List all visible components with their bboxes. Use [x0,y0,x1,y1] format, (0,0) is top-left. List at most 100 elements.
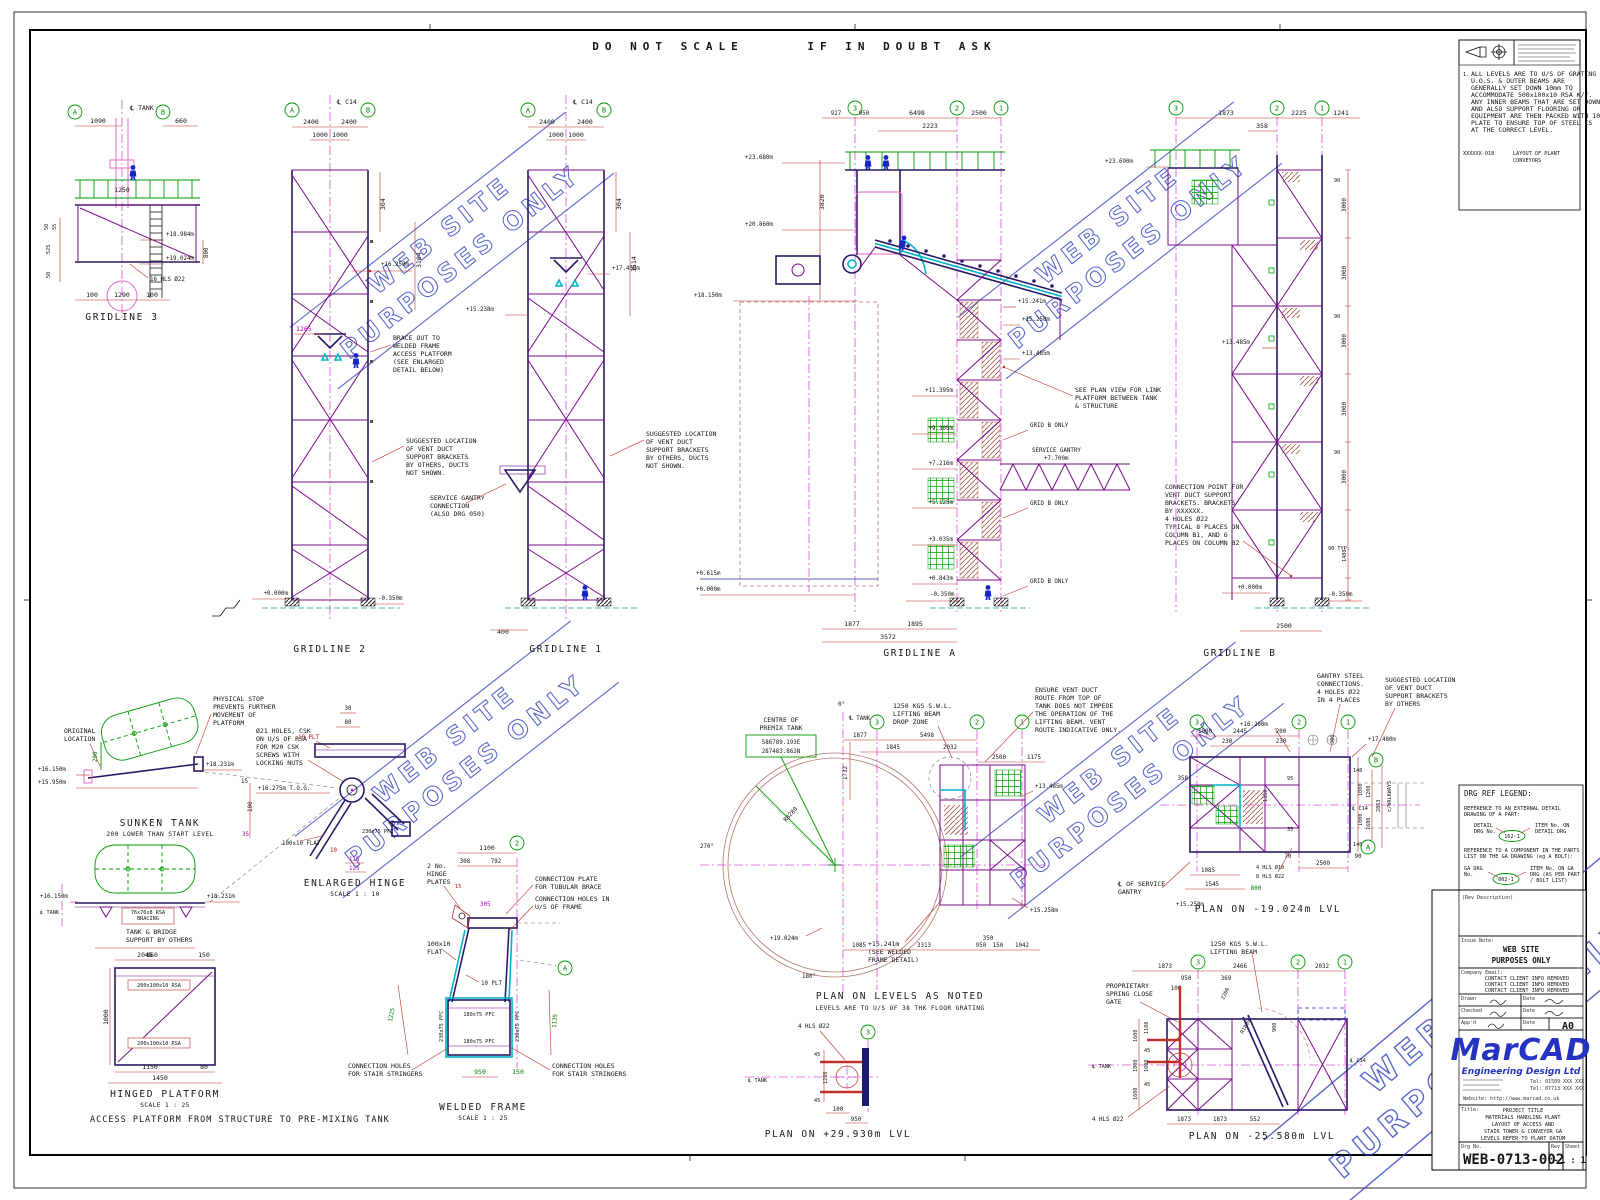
dim: 1895 [907,620,923,628]
legend-tag: 162-1 [1504,834,1520,840]
dim: 30 [345,706,352,712]
svg-text:A: A [526,107,531,115]
lvl: +16.150m [40,894,68,900]
grid-bubble: B [360,102,376,118]
tel2: Tel: 07713 XXX XXX [1530,1086,1584,1092]
dim: 950 [976,943,987,949]
view-title: HINGED PLATFORM [110,1089,220,1100]
legend-text: DRG (AS PER PART [1530,872,1580,878]
ann: 76x76x8 RSA [131,910,166,916]
dim: 1545 [1205,882,1219,888]
dim: 304 [615,198,623,210]
header-if-in-doubt: IF IN DOUBT ASK [807,40,996,53]
svg-text:LIFTING BEAM: LIFTING BEAM [1210,948,1257,956]
svg-text:1: 1 [1343,959,1347,967]
svg-text:PLACES ON COLUMN B2: PLACES ON COLUMN B2 [1165,539,1239,547]
svg-text:ANY INNER BEAMS THAT ARE SET D: ANY INNER BEAMS THAT ARE SET DOWN [1471,98,1600,106]
lvl: +16.260m [1240,722,1268,728]
dim: 90 TYP. [1328,546,1350,552]
svg-text:3: 3 [875,719,879,727]
dim: 927 [831,111,842,117]
svg-text:ENSURE VENT DUCT: ENSURE VENT DUCT [1035,686,1098,694]
ann: +7.700m [1044,456,1069,462]
lvl: +0.615m [696,571,721,577]
grid-bubble: B [596,102,612,118]
dim: 1100 [479,844,495,852]
dim: 1873 [1218,109,1234,117]
grid-bubble: 1 [993,100,1009,116]
title-line: LEVELS REFER TO PLANT DATUM [1481,1136,1565,1142]
svg-text:COLUMN B1, AND 6: COLUMN B1, AND 6 [1165,531,1228,539]
svg-text:BY OTHERS: BY OTHERS [1385,700,1420,708]
dim: 6498 [909,109,925,117]
svg-text:3: 3 [1174,105,1178,113]
dim: 1000 [1358,814,1364,827]
dim: 2400 [303,118,319,126]
website: Website: http://www.marcad.co.uk [1463,1096,1559,1102]
dim: 150 [198,951,210,959]
dim: 552 [1250,1117,1260,1123]
svg-text:FLAT: FLAT [427,948,443,956]
svg-text:& STRUCTURE: & STRUCTURE [1075,402,1118,410]
angle: 180° [802,974,816,980]
svg-text:SEE PLAN VIEW FOR LINK: SEE PLAN VIEW FOR LINK [1075,386,1161,394]
dim: 2045 [137,951,153,959]
view-plan-25580: 1250 KGS S.W.L.LIFTING BEAM 3 2 1 1873 2… [1088,940,1366,1142]
dim: 100 [86,291,98,299]
ann: 200x100x10 RSA [137,983,182,989]
ann-service-gantry: SERVICE GANTRY [1032,448,1081,454]
dim: 45 [814,1098,820,1104]
dim: 1873 [1177,1117,1191,1123]
dim: 95 [1287,776,1293,782]
dim: 150 [512,1068,524,1076]
angle: 0° [838,702,845,708]
grid-bubble: 2 [509,835,525,851]
title-line: MATERIALS HANDLING PLANT [1486,1115,1561,1121]
lvl: +13.485m [1222,340,1250,346]
svg-text:GATE: GATE [1106,998,1122,1006]
dim: 2500 [971,109,987,117]
marcad-subtitle: Engineering Design Ltd [1462,1067,1581,1077]
svg-text:GANTRY STEEL: GANTRY STEEL [1317,672,1364,680]
svg-text:SUPPORT BRACKETS: SUPPORT BRACKETS [406,453,469,461]
dim: 5498 [920,733,934,739]
dim: 1290 [114,291,130,299]
view-plan-29930: 3 4 HLS Ø22 ℄ TANK 45 1250 45 100 950 PL… [745,1023,910,1140]
lvl: +18.150m [694,293,722,299]
dim: 3572 [880,633,896,641]
dim: 950 [1181,976,1192,982]
contact-line: CONTACT CLIENT INFO REMOVED [1485,988,1569,994]
ann: 16 HLS Ø22 [150,276,185,283]
lvl: +0.000m [1238,585,1263,591]
dim: 1000 [1358,784,1364,797]
lvl: +18.231m [207,894,235,900]
svg-text:3: 3 [1196,959,1200,967]
dim: 305 [480,902,491,908]
svg-text:PROPRIETARY: PROPRIETARY [1106,982,1149,990]
dim: 1480 [1342,550,1348,563]
svg-text:SPRING CLOSE: SPRING CLOSE [1106,990,1153,998]
title-line: LAYOUT OF ACCESS AND [1492,1122,1554,1128]
dim: 1085 [1201,868,1215,874]
grid-bubble: 2 [1269,100,1285,116]
dim: 308 [460,859,471,865]
angle: 270° [700,844,714,850]
legend-text: / BOLT LIST) [1530,878,1567,884]
dim: 2500 [1316,861,1330,867]
svg-text:ACCOMMODATE 500x100x10 RSA K/F: ACCOMMODATE 500x100x10 RSA K/F. [1471,91,1592,99]
svg-text:HINGE: HINGE [427,870,447,878]
title-line: PROJECT TITLE [1503,1108,1544,1114]
ann: 8 HLS Ø22 [1256,873,1284,880]
svg-text:U.O.S. & OUTER BEAMS ARE: U.O.S. & OUTER BEAMS ARE [1471,77,1565,85]
svg-text:B: B [366,107,370,115]
dim: 1000 [1144,1060,1150,1073]
dim: 50 [44,224,50,230]
